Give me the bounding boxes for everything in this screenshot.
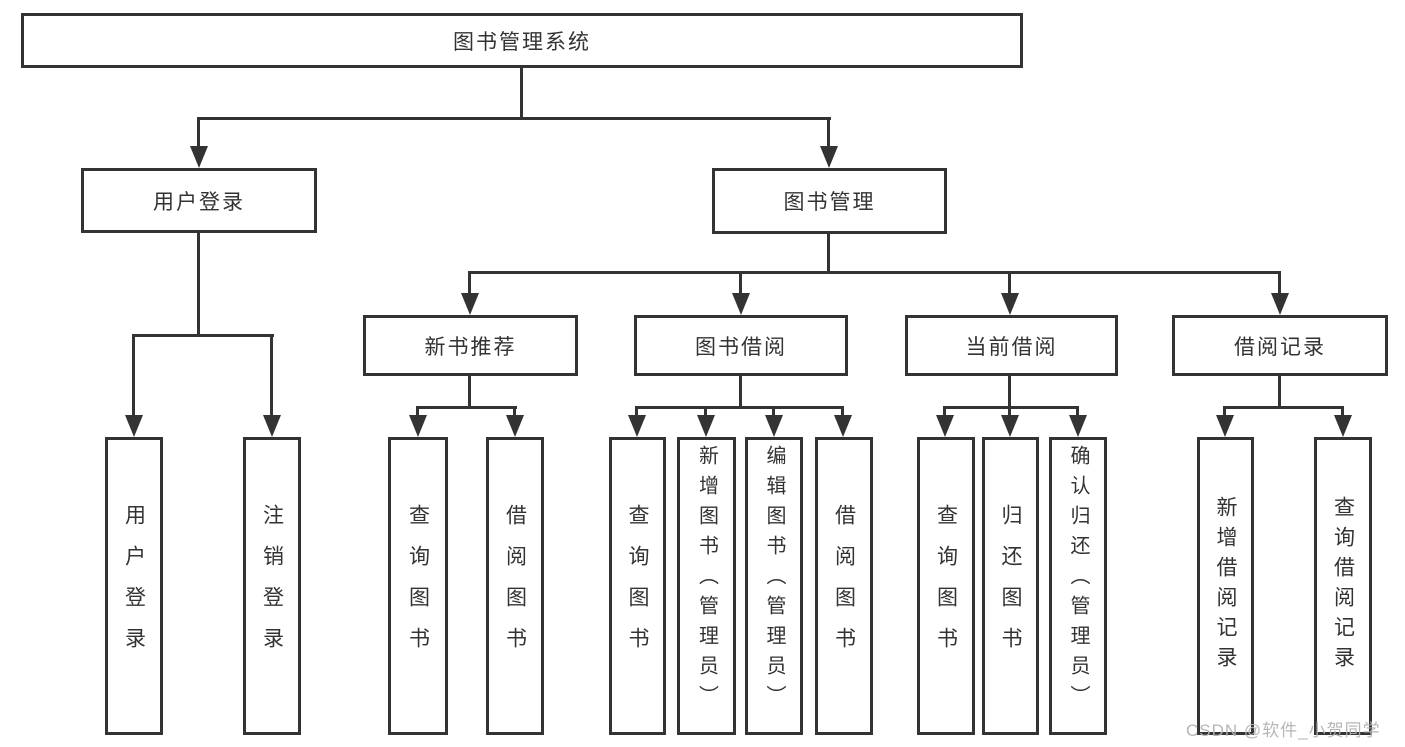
node-label: 当前借阅 bbox=[965, 335, 1058, 359]
connector-line bbox=[132, 334, 135, 419]
leaf-query-books-borrow: 查询图书 bbox=[609, 437, 666, 735]
arrow-down-icon bbox=[409, 415, 427, 437]
node-current-borrow: 当前借阅 bbox=[905, 315, 1118, 376]
leaf-query-borrow-record: 查询借阅记录 bbox=[1314, 437, 1372, 735]
arrow-down-icon bbox=[190, 146, 208, 168]
node-user-login: 用户登录 bbox=[81, 168, 317, 233]
connector-line bbox=[827, 233, 830, 274]
arrow-down-icon bbox=[834, 415, 852, 437]
leaf-user-login: 用户登录 bbox=[105, 437, 163, 735]
connector-line bbox=[1223, 406, 1226, 419]
arrow-down-icon bbox=[1271, 293, 1289, 315]
connector-line bbox=[827, 117, 830, 151]
connector-line bbox=[132, 334, 274, 337]
connector-line bbox=[1076, 406, 1079, 419]
connector-line bbox=[416, 406, 517, 409]
leaf-query-books-current: 查询图书 bbox=[917, 437, 975, 735]
connector-line bbox=[468, 271, 471, 297]
node-label: 图书借阅 bbox=[695, 335, 787, 359]
connector-line bbox=[520, 68, 523, 119]
connector-line bbox=[468, 375, 471, 408]
connector-line bbox=[739, 375, 742, 408]
connector-line bbox=[635, 406, 638, 419]
connector-line bbox=[772, 406, 775, 419]
arrow-down-icon bbox=[1334, 415, 1352, 437]
leaf-label: 借阅图书 bbox=[503, 504, 527, 668]
node-new-book-recommend: 新书推荐 bbox=[363, 315, 578, 376]
node-label: 图书管理 bbox=[783, 191, 876, 214]
leaf-label: 查询图书 bbox=[626, 504, 649, 668]
connector-line bbox=[1278, 271, 1281, 297]
node-borrow-records: 借阅记录 bbox=[1172, 315, 1388, 376]
connector-line bbox=[1223, 406, 1344, 409]
connector-line bbox=[416, 406, 419, 419]
leaf-label: 归还图书 bbox=[999, 504, 1022, 668]
leaf-label: 新增借阅记录 bbox=[1214, 496, 1237, 676]
connector-line bbox=[468, 271, 1281, 274]
leaf-edit-books-admin: 编辑图书（管理员） bbox=[745, 437, 803, 735]
connector-line bbox=[513, 406, 516, 419]
connector-line bbox=[1341, 406, 1344, 419]
connector-line bbox=[1278, 375, 1281, 408]
arrow-down-icon bbox=[697, 415, 715, 437]
arrow-down-icon bbox=[263, 415, 281, 437]
arrow-down-icon bbox=[1069, 415, 1087, 437]
arrow-down-icon bbox=[936, 415, 954, 437]
leaf-query-books-recommend: 查询图书 bbox=[388, 437, 448, 735]
leaf-label: 新增图书（管理员） bbox=[695, 445, 718, 715]
arrow-down-icon bbox=[732, 293, 750, 315]
leaf-confirm-return-admin: 确认归还（管理员） bbox=[1049, 437, 1107, 735]
arrow-down-icon bbox=[1001, 415, 1019, 437]
arrow-down-icon bbox=[461, 293, 479, 315]
leaf-add-borrow-record: 新增借阅记录 bbox=[1197, 437, 1254, 735]
node-label: 图书管理系统 bbox=[453, 30, 591, 54]
node-label: 借阅记录 bbox=[1234, 335, 1326, 359]
leaf-borrow-books: 借阅图书 bbox=[815, 437, 873, 735]
connector-line bbox=[197, 117, 831, 120]
csdn-watermark: CSDN @软件_小贺同学 bbox=[1186, 721, 1381, 740]
connector-line bbox=[704, 406, 707, 419]
leaf-label: 借阅图书 bbox=[832, 504, 856, 668]
connector-line bbox=[943, 406, 946, 419]
node-library-management-system: 图书管理系统 bbox=[21, 13, 1023, 68]
arrow-down-icon bbox=[506, 415, 524, 437]
connector-line bbox=[739, 271, 742, 297]
arrow-down-icon bbox=[125, 415, 143, 437]
leaf-logout: 注销登录 bbox=[243, 437, 301, 735]
arrow-down-icon bbox=[820, 146, 838, 168]
arrow-down-icon bbox=[1001, 293, 1019, 315]
connector-line bbox=[197, 117, 200, 151]
leaf-label: 编辑图书（管理员） bbox=[763, 445, 785, 715]
node-label: 用户登录 bbox=[153, 190, 245, 214]
leaf-label: 注销登录 bbox=[260, 504, 284, 668]
leaf-add-books-admin: 新增图书（管理员） bbox=[677, 437, 736, 735]
leaf-label: 查询图书 bbox=[406, 504, 430, 668]
arrow-down-icon bbox=[765, 415, 783, 437]
connector-line bbox=[197, 232, 200, 337]
connector-line bbox=[1008, 271, 1011, 297]
leaf-label: 用户登录 bbox=[122, 504, 146, 668]
leaf-return-books: 归还图书 bbox=[982, 437, 1039, 735]
leaf-label: 查询借阅记录 bbox=[1331, 496, 1355, 676]
connector-line bbox=[1008, 375, 1011, 408]
connector-line bbox=[635, 406, 843, 409]
leaf-label: 查询图书 bbox=[934, 504, 958, 668]
node-label: 新书推荐 bbox=[424, 335, 517, 359]
arrow-down-icon bbox=[628, 415, 646, 437]
leaf-label: 确认归还（管理员） bbox=[1067, 445, 1089, 715]
connector-line bbox=[841, 406, 844, 419]
connector-line bbox=[270, 334, 273, 419]
node-book-borrow: 图书借阅 bbox=[634, 315, 848, 376]
leaf-borrow-books-recommend: 借阅图书 bbox=[486, 437, 544, 735]
arrow-down-icon bbox=[1216, 415, 1234, 437]
connector-line bbox=[1008, 406, 1011, 419]
node-book-management: 图书管理 bbox=[712, 168, 947, 234]
